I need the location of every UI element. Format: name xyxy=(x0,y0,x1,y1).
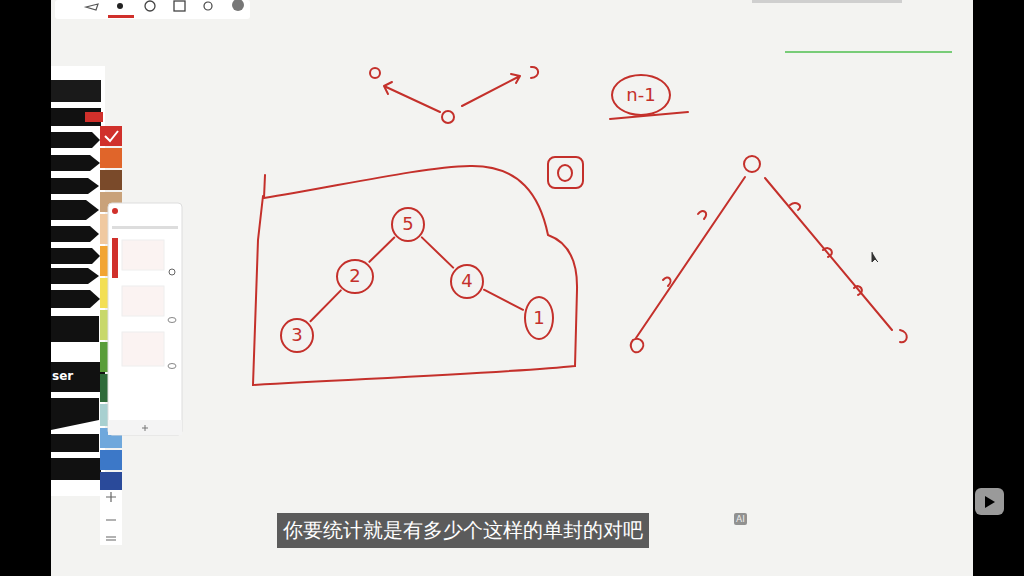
node-circle: 1 xyxy=(524,296,554,340)
top-bar xyxy=(752,0,902,3)
zoom-panel xyxy=(100,490,122,545)
sketch xyxy=(253,67,907,385)
eye-icon xyxy=(168,318,176,323)
play-icon xyxy=(985,496,995,508)
node-number: 1 xyxy=(533,309,544,327)
layers-panel xyxy=(108,203,182,435)
zoom-controls xyxy=(106,492,116,540)
bilibili-icon xyxy=(975,488,1004,515)
node-circle: 4 xyxy=(450,264,484,299)
pen-tip xyxy=(51,80,101,102)
node-number: 5 xyxy=(402,215,413,233)
ai-tag: AI xyxy=(734,513,747,525)
pen-tip xyxy=(51,290,100,308)
color-swatch xyxy=(100,148,122,168)
toolbar xyxy=(55,0,250,19)
layer-thumb xyxy=(122,332,164,366)
tool-icon xyxy=(174,1,185,11)
pen-tip xyxy=(51,458,101,480)
pen-tip xyxy=(51,248,100,264)
subtitle: 你要统计就是有多少个这样的单封的对吧 xyxy=(277,513,649,548)
slider xyxy=(112,226,178,229)
tool-icon xyxy=(145,1,155,11)
cursor xyxy=(872,252,878,262)
tool-icon xyxy=(232,0,244,11)
whiteboard xyxy=(51,0,973,576)
watermark-line xyxy=(785,51,952,53)
tree-edge xyxy=(310,290,340,321)
layer-dot xyxy=(112,208,118,214)
node-number: 3 xyxy=(291,326,302,344)
color-swatch xyxy=(100,472,122,490)
layer-thumb xyxy=(122,240,164,270)
color-swatch xyxy=(100,450,122,470)
layer-thumb xyxy=(122,286,164,316)
active-tool-marker xyxy=(108,15,134,18)
node-circle: n-1 xyxy=(611,74,671,116)
add-layer xyxy=(108,420,182,435)
node-circle: 2 xyxy=(336,259,374,294)
color-swatch xyxy=(100,126,122,146)
node-circle: 5 xyxy=(391,207,425,242)
tool-icon xyxy=(86,4,98,10)
eye-icon xyxy=(168,364,176,369)
pen-tip xyxy=(51,132,100,148)
pen-tip xyxy=(51,398,99,430)
pen-tip xyxy=(51,200,99,220)
node-number: 4 xyxy=(461,272,472,290)
pen-panel xyxy=(51,66,105,496)
layer-marker xyxy=(112,238,118,278)
node-number: n-1 xyxy=(626,86,655,104)
color-swatch xyxy=(100,170,122,190)
pen-tip xyxy=(51,155,100,171)
eraser-tip xyxy=(51,362,105,392)
node-circle: 3 xyxy=(280,318,314,353)
eye-icon xyxy=(169,269,175,275)
node-number: 2 xyxy=(349,267,360,285)
tree-edge xyxy=(422,237,453,267)
pen-tip xyxy=(51,178,99,194)
ruler xyxy=(51,434,99,452)
tool-label: ser xyxy=(52,369,73,383)
check-mark xyxy=(105,131,118,141)
pen-tip xyxy=(51,268,99,284)
pen-tip xyxy=(51,316,99,342)
tool-icon xyxy=(117,3,123,9)
tool-icon xyxy=(204,2,212,10)
pen-tip xyxy=(51,226,99,242)
tree-edge xyxy=(484,290,523,310)
pen-tip xyxy=(85,112,103,122)
tree-edge xyxy=(369,237,394,261)
plus-icon xyxy=(142,425,148,431)
